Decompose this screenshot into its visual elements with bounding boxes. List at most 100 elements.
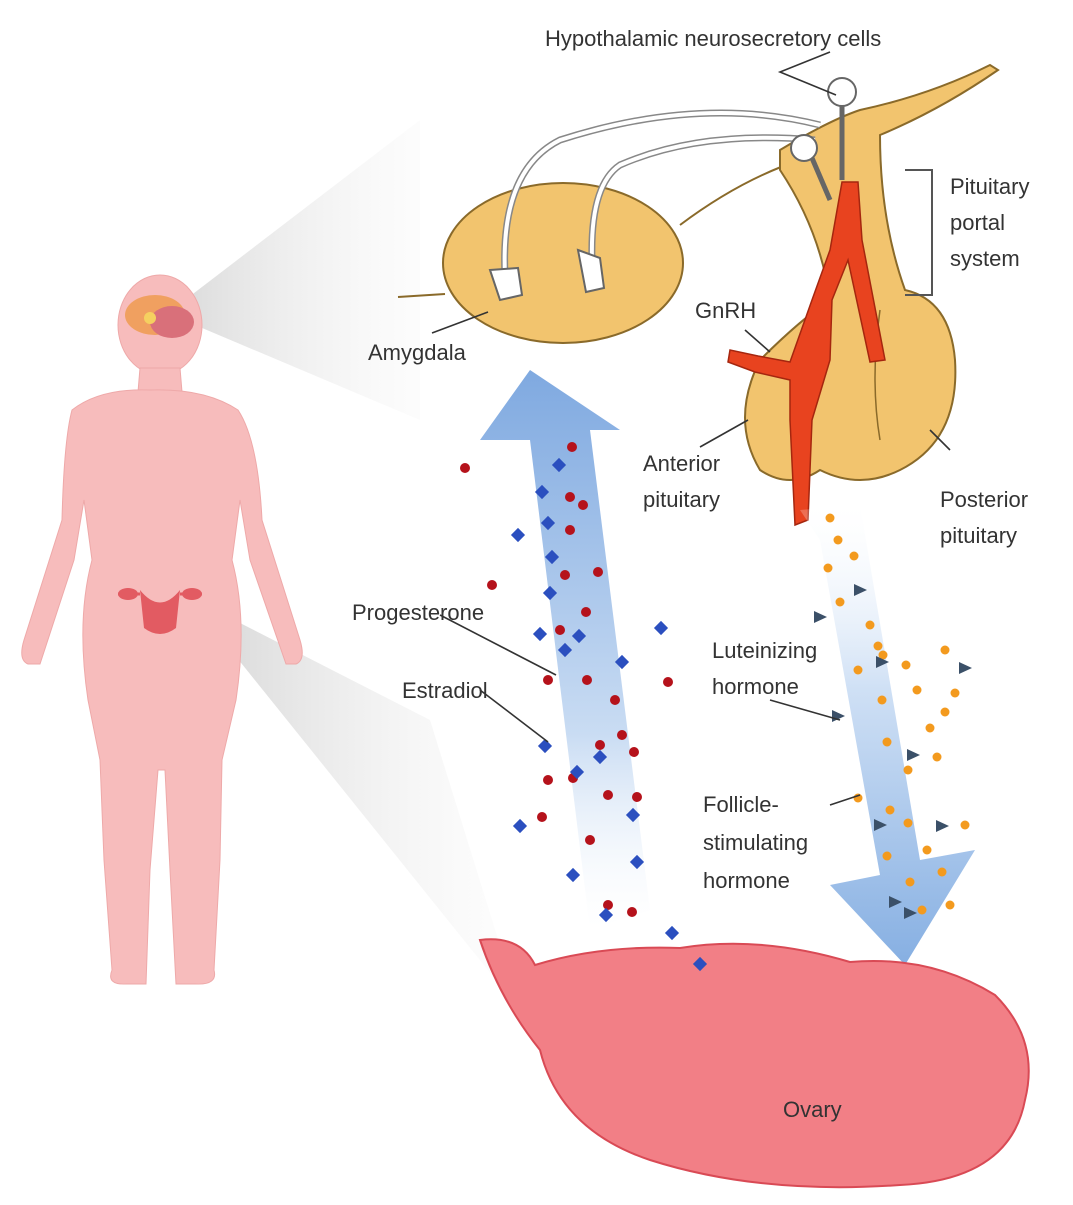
- hormone-dot: [582, 675, 592, 685]
- hormone-dot: [853, 665, 863, 675]
- hormone-dot: [595, 740, 605, 750]
- estradiol-particle: [571, 628, 587, 644]
- estradiol-particle: [542, 585, 558, 601]
- estradiol-particle: [544, 549, 560, 565]
- zoom-wedge-pelvis: [195, 600, 520, 1010]
- brain-icon: [125, 295, 194, 338]
- estradiol-particle: [614, 654, 630, 670]
- hormone-dot: [922, 845, 932, 855]
- hormone-dot: [835, 597, 845, 607]
- hormone-dot: [849, 551, 859, 561]
- hormone-dot: [603, 790, 613, 800]
- hormone-dot: [912, 685, 922, 695]
- hormone-dot: [565, 492, 575, 502]
- hormone-dot: [877, 695, 887, 705]
- hormone-dot: [940, 707, 950, 717]
- hormone-dot: [823, 563, 833, 573]
- hormone-dot: [567, 442, 577, 452]
- hormone-dot: [903, 765, 913, 775]
- hormone-dot: [603, 900, 613, 910]
- hormone-dot: [487, 580, 497, 590]
- hormone-dot: [940, 645, 950, 655]
- portal-label-3: system: [950, 246, 1020, 271]
- hormone-dot: [882, 851, 892, 861]
- hormone-arrow-down: [800, 505, 975, 965]
- estradiol-particle: [598, 907, 614, 923]
- hormone-dot: [873, 641, 883, 651]
- hormone-dot: [960, 820, 970, 830]
- estradiol-particle: [629, 854, 645, 870]
- fsh-label-1: Follicle-: [703, 792, 779, 817]
- fsh-label-2: stimulating: [703, 830, 808, 855]
- hormone-dot: [885, 805, 895, 815]
- estradiol-particle: [537, 738, 553, 754]
- portal-label-2: portal: [950, 210, 1005, 235]
- hormone-dot: [937, 867, 947, 877]
- lh-particle: [889, 896, 902, 908]
- estradiol-particle: [625, 807, 641, 823]
- anterior-label-2: pituitary: [643, 487, 720, 512]
- amygdala-label: Amygdala: [368, 340, 467, 365]
- hormone-dot: [865, 620, 875, 630]
- pituitary-gland-icon: [744, 63, 1000, 481]
- estradiol-particle: [512, 818, 528, 834]
- ovary-icon: [478, 938, 1030, 1189]
- estradiol-particle: [532, 626, 548, 642]
- hormone-particles: [460, 442, 972, 972]
- hypothalamic-label: Hypothalamic neurosecretory cells: [545, 26, 881, 51]
- hormone-dot: [905, 877, 915, 887]
- lh-particle: [814, 611, 827, 623]
- estradiol-particle: [692, 956, 708, 972]
- estradiol-label: Estradiol: [402, 678, 488, 703]
- hormone-dot: [578, 500, 588, 510]
- hormone-dot: [882, 737, 892, 747]
- lh-particle: [936, 820, 949, 832]
- anterior-label-1: Anterior: [643, 451, 720, 476]
- hormone-dot: [945, 900, 955, 910]
- hormone-dot: [950, 688, 960, 698]
- hormone-dot: [617, 730, 627, 740]
- hormone-dot: [663, 677, 673, 687]
- hormone-dot: [903, 818, 913, 828]
- lh-label-2: hormone: [712, 674, 799, 699]
- leader-lines: [431, 51, 951, 806]
- posterior-label-2: pituitary: [940, 523, 1017, 548]
- neuron-icon: [488, 77, 857, 302]
- lh-particle: [874, 819, 887, 831]
- hormone-dot: [825, 513, 835, 523]
- gnrh-label: GnRH: [695, 298, 756, 323]
- hormone-dot: [585, 835, 595, 845]
- hormone-dot: [560, 570, 570, 580]
- hormone-dot: [593, 567, 603, 577]
- lh-particle: [876, 656, 889, 668]
- ovary-label: Ovary: [783, 1097, 842, 1122]
- hormone-dot: [565, 525, 575, 535]
- fsh-label-3: hormone: [703, 868, 790, 893]
- hormone-dot: [917, 905, 927, 915]
- estradiol-particle: [557, 642, 573, 658]
- lh-particle: [907, 749, 920, 761]
- hormone-dot: [629, 747, 639, 757]
- portal-label-1: Pituitary: [950, 174, 1029, 199]
- estradiol-particle: [664, 925, 680, 941]
- estradiol-particle: [569, 764, 585, 780]
- hormone-dot: [833, 535, 843, 545]
- progesterone-label: Progesterone: [352, 600, 484, 625]
- portal-bracket: [905, 169, 933, 296]
- hormone-dot: [543, 675, 553, 685]
- portal-vessel-icon: [727, 181, 886, 527]
- hormone-dot: [537, 812, 547, 822]
- estradiol-particle: [534, 484, 550, 500]
- hormone-dot: [901, 660, 911, 670]
- hormone-dot: [581, 607, 591, 617]
- lh-label-1: Luteinizing: [712, 638, 817, 663]
- uterus-icon: [118, 588, 202, 634]
- hormone-dot: [878, 650, 888, 660]
- hormone-dot: [543, 775, 553, 785]
- hormone-dot: [460, 463, 470, 473]
- zoom-wedge-head: [185, 120, 420, 420]
- hormone-dot: [925, 723, 935, 733]
- hormone-dot: [632, 792, 642, 802]
